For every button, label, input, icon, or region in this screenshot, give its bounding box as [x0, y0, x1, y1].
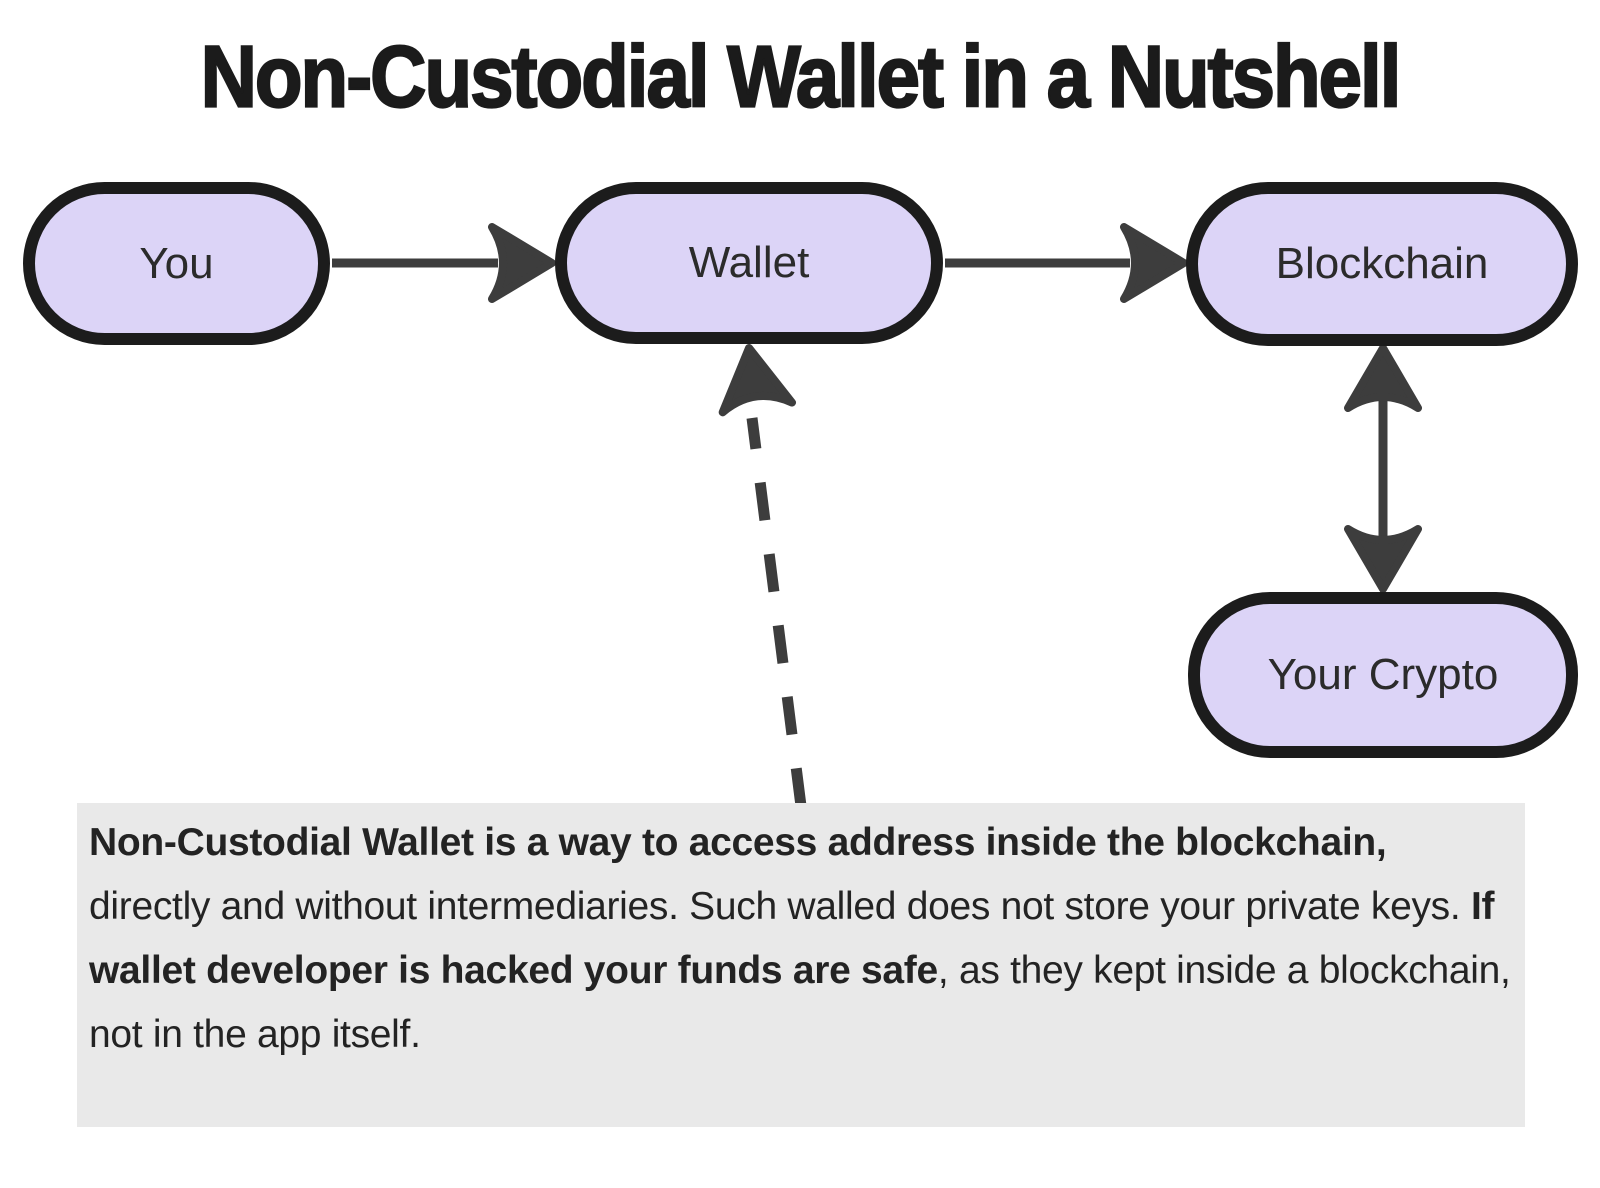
- node-your-crypto-label: Your Crypto: [1267, 650, 1499, 699]
- node-you-label: You: [139, 238, 214, 288]
- node-your-crypto: Your Crypto: [1188, 592, 1578, 758]
- page-title: Non-Custodial Wallet in a Nutshell: [200, 26, 1403, 127]
- node-wallet: Wallet: [555, 182, 943, 344]
- node-blockchain: Blockchain: [1186, 182, 1578, 346]
- description-note: Non-Custodial Wallet is a way to access …: [77, 803, 1525, 1127]
- node-you: You: [23, 182, 330, 345]
- note-segment-bold: Non-Custodial Wallet is a way to access …: [89, 821, 1387, 864]
- arrow-you-to-wallet: [332, 223, 556, 303]
- arrow-note-to-wallet-dashed: [718, 344, 807, 807]
- note-segment-bold: If wallet developer is hacked your funds…: [89, 885, 1495, 992]
- arrow-blockchain-your-crypto-bidirectional: [1344, 344, 1422, 593]
- node-blockchain-label: Blockchain: [1275, 239, 1489, 288]
- note-segment-regular: , as they kept inside a blockchain, not …: [89, 949, 1511, 1056]
- node-wallet-label: Wallet: [688, 238, 810, 287]
- note-segment-regular: directly and without intermediaries. Suc…: [89, 885, 1471, 928]
- arrow-wallet-to-blockchain: [945, 223, 1188, 303]
